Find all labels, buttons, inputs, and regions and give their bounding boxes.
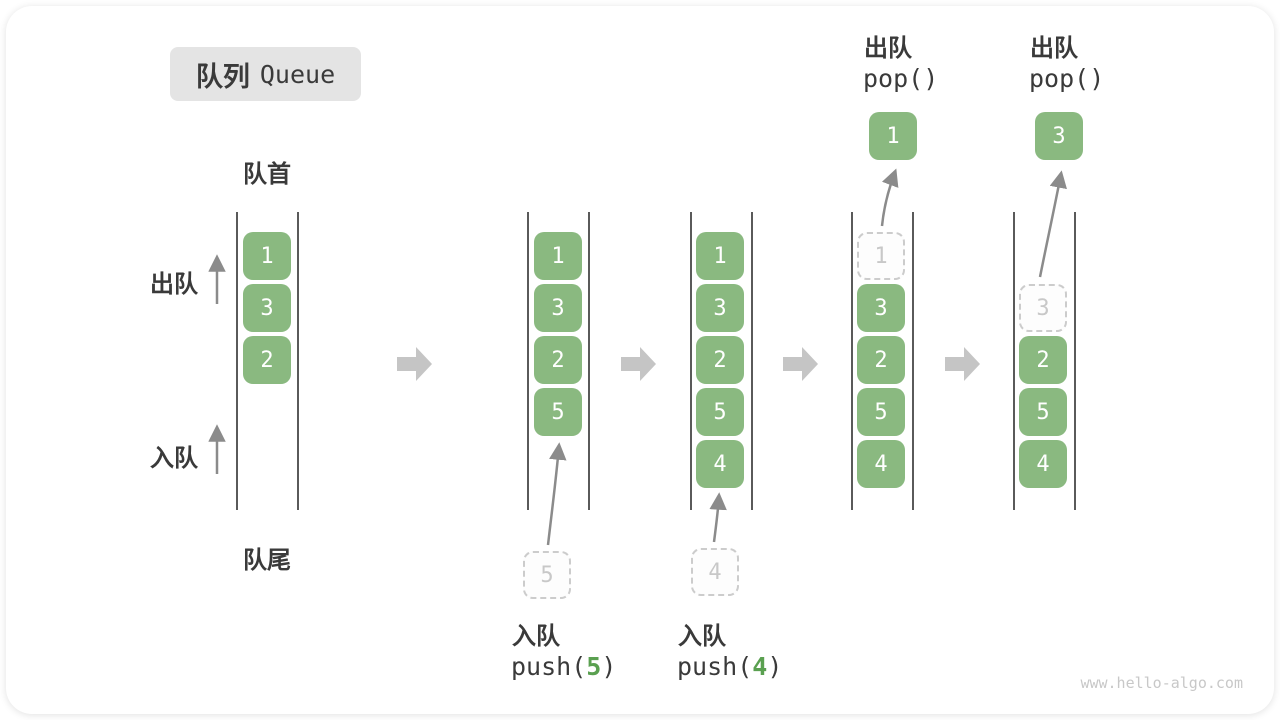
queue-element: 3 bbox=[534, 284, 582, 332]
title-zh: 队列 bbox=[195, 61, 250, 92]
queue-element: 1 bbox=[696, 232, 744, 280]
queue-wall bbox=[236, 212, 238, 510]
title-en: Queue bbox=[259, 59, 336, 89]
queue-wall bbox=[751, 212, 753, 510]
queue-element: 3 bbox=[243, 284, 291, 332]
pop1-code-label: pop() bbox=[863, 64, 939, 93]
queue-element: 1 bbox=[243, 232, 291, 280]
diagram-card bbox=[6, 6, 1274, 714]
queue-wall bbox=[297, 212, 299, 510]
popped-element: 3 bbox=[1035, 112, 1083, 160]
push5-code-pre: push( bbox=[511, 652, 587, 681]
queue-element: 5 bbox=[534, 388, 582, 436]
push5-action-label: 入队 bbox=[512, 623, 560, 650]
queue-wall bbox=[690, 212, 692, 510]
queue-element: 5 bbox=[696, 388, 744, 436]
popped-element: 1 bbox=[869, 112, 917, 160]
queue-wall bbox=[1074, 212, 1076, 510]
queue-element: 3 bbox=[857, 284, 905, 332]
title-badge: 队列 Queue bbox=[170, 47, 361, 101]
queue-element: 1 bbox=[534, 232, 582, 280]
queue-element: 4 bbox=[696, 440, 744, 488]
queue-element: 2 bbox=[696, 336, 744, 384]
queue-wall bbox=[527, 212, 529, 510]
queue-element: 2 bbox=[857, 336, 905, 384]
removed-element-ghost: 3 bbox=[1019, 284, 1067, 332]
push4-code-post: ) bbox=[767, 652, 783, 681]
queue-wall bbox=[851, 212, 853, 510]
queue-element: 4 bbox=[1019, 440, 1067, 488]
push4-code-arg: 4 bbox=[752, 652, 768, 681]
queue-element: 4 bbox=[857, 440, 905, 488]
pop2-action-label: 出队 bbox=[1030, 35, 1078, 62]
queue-element: 2 bbox=[1019, 336, 1067, 384]
removed-element-ghost: 1 bbox=[857, 232, 905, 280]
side-dequeue-label: 出队 bbox=[150, 271, 198, 298]
push4-code-pre: push( bbox=[677, 652, 753, 681]
queue-element: 3 bbox=[696, 284, 744, 332]
queue-element: 5 bbox=[1019, 388, 1067, 436]
queue-element: 2 bbox=[534, 336, 582, 384]
push5-code-arg: 5 bbox=[586, 652, 602, 681]
queue-wall bbox=[912, 212, 914, 510]
queue-wall bbox=[1013, 212, 1015, 510]
queue-rear-label: 队尾 bbox=[243, 547, 291, 574]
queue-element: 5 bbox=[857, 388, 905, 436]
push5-code-post: ) bbox=[601, 652, 617, 681]
push5-code-label: push(5) bbox=[511, 652, 616, 681]
incoming-element-ghost: 5 bbox=[523, 551, 571, 599]
queue-element: 2 bbox=[243, 336, 291, 384]
queue-front-label: 队首 bbox=[243, 161, 291, 188]
pop1-action-label: 出队 bbox=[864, 35, 912, 62]
pop2-code-label: pop() bbox=[1029, 64, 1105, 93]
side-enqueue-label: 入队 bbox=[150, 445, 198, 472]
incoming-element-ghost: 4 bbox=[691, 548, 739, 596]
queue-wall bbox=[588, 212, 590, 510]
push4-code-label: push(4) bbox=[677, 652, 782, 681]
watermark: www.hello-algo.com bbox=[1080, 674, 1243, 692]
push4-action-label: 入队 bbox=[678, 623, 726, 650]
